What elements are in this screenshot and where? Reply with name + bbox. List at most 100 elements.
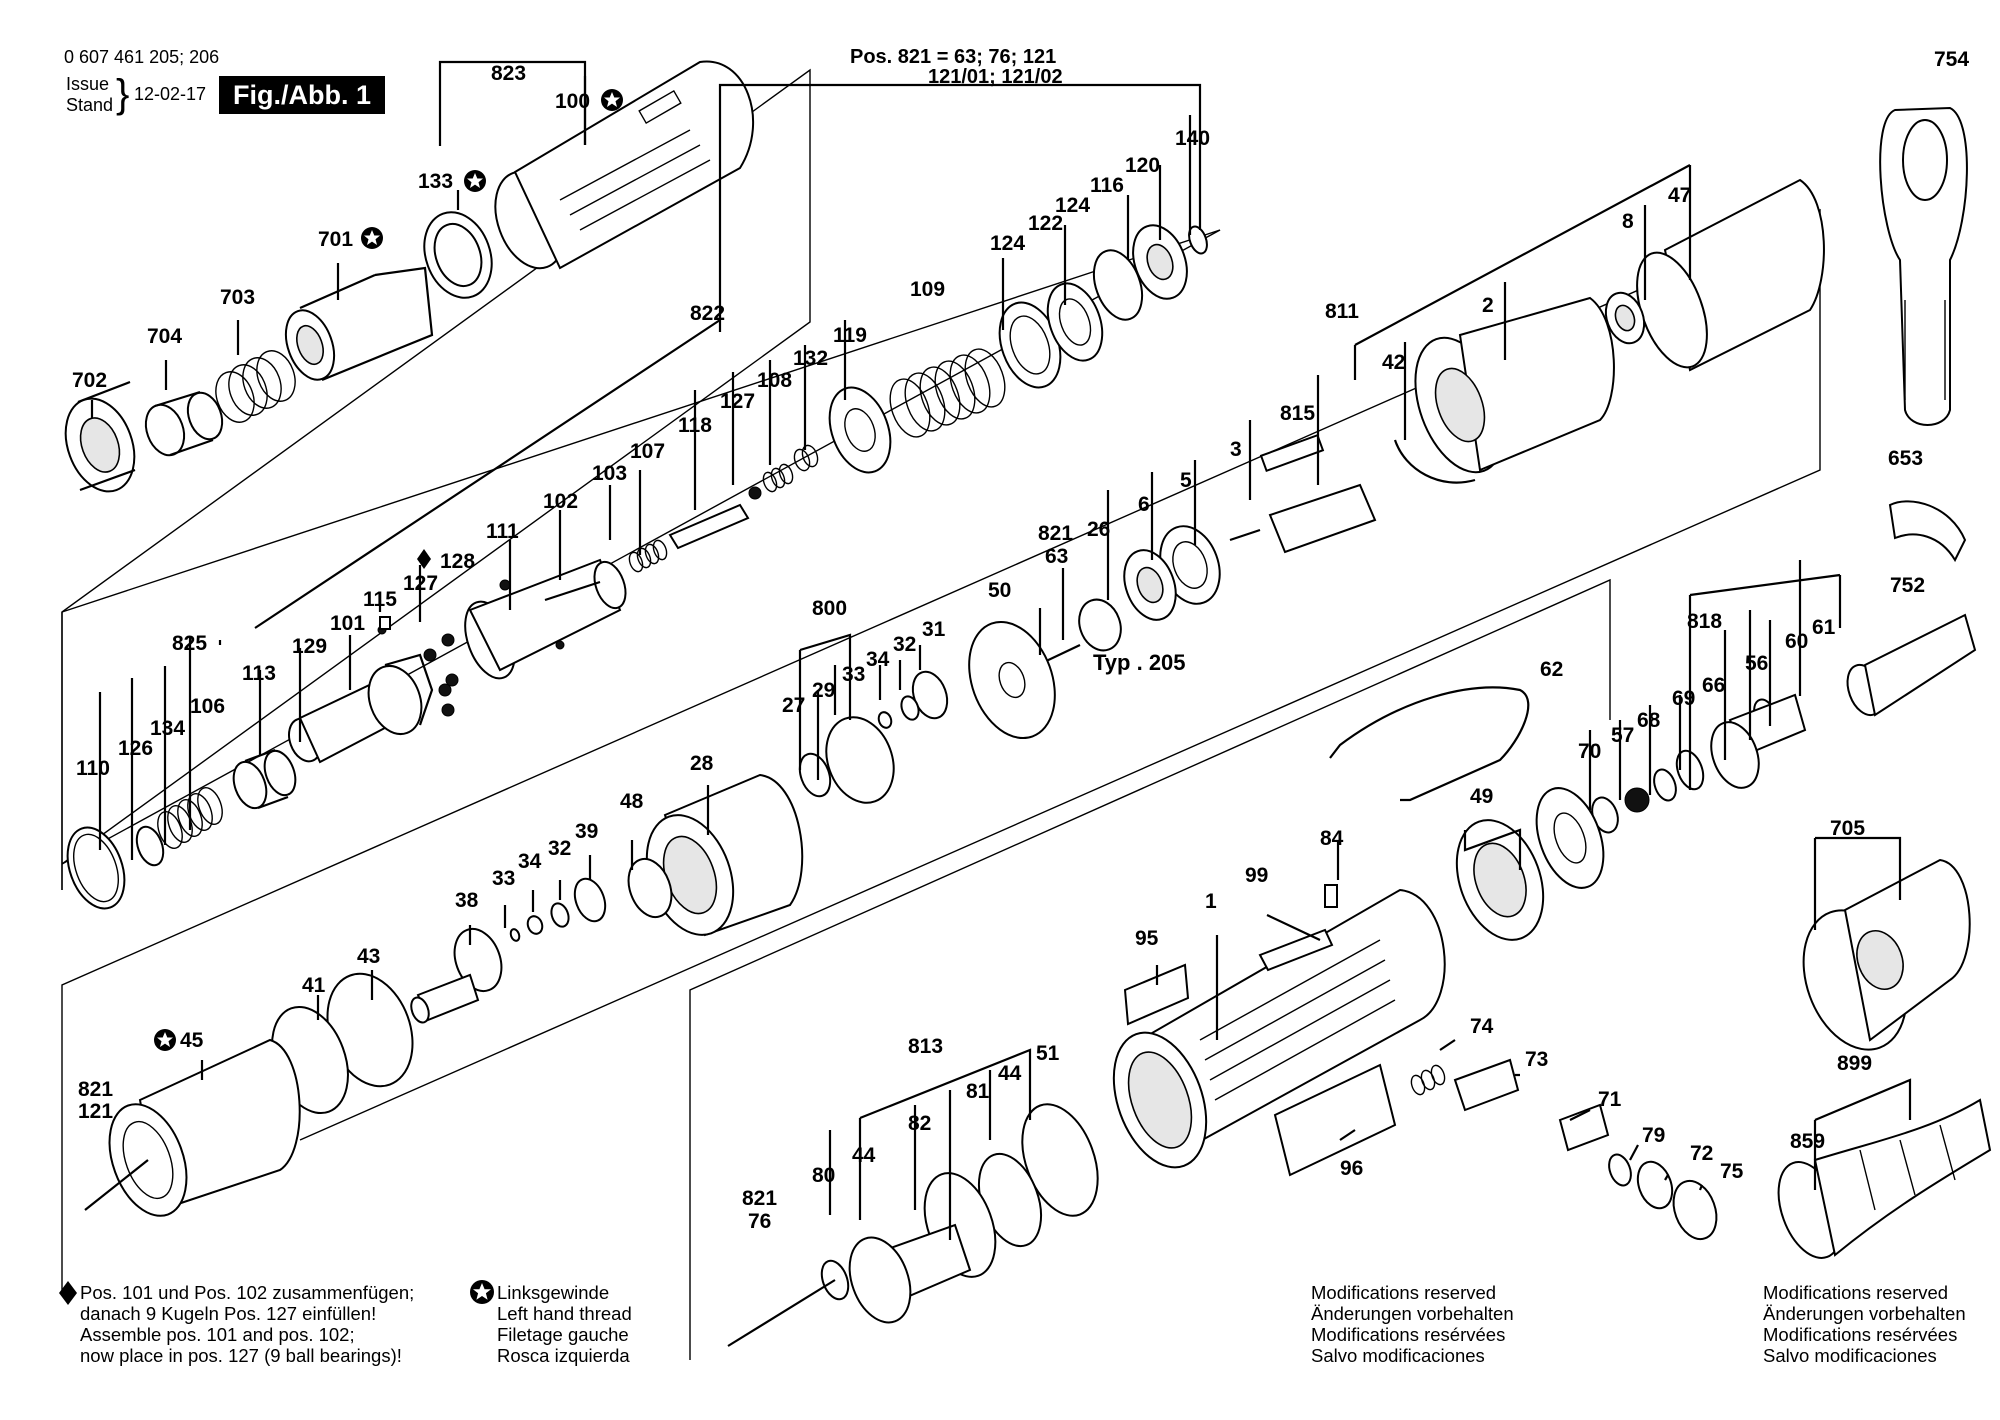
- diamond-icon: [59, 1281, 77, 1305]
- label-49: 49: [1470, 785, 1493, 808]
- label-66: 66: [1702, 674, 1725, 697]
- label-80: 80: [812, 1164, 835, 1187]
- diamond-icon: [417, 549, 431, 569]
- label-800: 800: [812, 597, 847, 620]
- part-74-73-71-79-72-75: [1410, 1058, 1718, 1241]
- part-28-48-ring-gear: [627, 773, 804, 937]
- label-124a: 124: [990, 232, 1025, 255]
- label-60: 60: [1785, 630, 1808, 653]
- label-752: 752: [1890, 574, 1925, 597]
- label-39: 39: [575, 820, 598, 843]
- label-703: 703: [220, 286, 255, 309]
- label-111: 111: [486, 520, 519, 543]
- part-133-ring: [423, 211, 493, 299]
- label-43: 43: [357, 945, 380, 968]
- part-134-106-spring: [157, 787, 223, 849]
- label-116: 116: [1090, 174, 1124, 197]
- label-124b: 124: [1055, 194, 1090, 217]
- label-99: 99: [1245, 864, 1268, 887]
- label-134: 134: [150, 717, 185, 740]
- part-38-carrier: [410, 928, 503, 1024]
- modifications-note-2: Modifications reserved Änderungen vorbeh…: [1763, 1282, 1966, 1366]
- label-899: 899: [1837, 1052, 1872, 1075]
- label-31: 31: [922, 618, 946, 641]
- type-label: Typ . 205: [1093, 650, 1186, 675]
- label-653: 653: [1888, 447, 1923, 470]
- label-132: 132: [793, 347, 828, 370]
- frame-top-edge: [61, 229, 1221, 613]
- label-6: 6: [1138, 493, 1150, 516]
- frame-housing-group: [689, 578, 1611, 1360]
- label-74: 74: [1470, 1015, 1494, 1038]
- part-702-knurled-nut: [64, 380, 136, 493]
- part-62-wire: [1329, 686, 1530, 802]
- part-124-122-bearing: [998, 282, 1104, 389]
- label-8: 8: [1622, 210, 1634, 233]
- label-71: 71: [1598, 1088, 1622, 1111]
- part-818-valve: [1591, 693, 1807, 834]
- pos-note-line1: Pos. 821 = 63; 76; 121: [850, 46, 1057, 68]
- label-754: 754: [1934, 48, 1969, 71]
- label-61: 61: [1812, 616, 1836, 639]
- frame-rotor-group: [61, 208, 1821, 1290]
- part-101-spindle: [288, 653, 434, 764]
- label-34a: 34: [866, 648, 890, 671]
- part-109-spring: [889, 348, 1006, 438]
- label-102: 102: [543, 490, 578, 513]
- label-73: 73: [1525, 1048, 1548, 1071]
- label-702: 702: [72, 369, 107, 392]
- label-68: 68: [1637, 709, 1661, 732]
- part-39-32-34-33: [509, 877, 607, 942]
- label-813: 813: [908, 1035, 943, 1058]
- label-34b: 34: [518, 850, 542, 873]
- label-821a: 821: [1038, 522, 1073, 545]
- label-42: 42: [1382, 351, 1405, 374]
- label-103: 103: [592, 462, 627, 485]
- label-705: 705: [1830, 817, 1865, 840]
- label-95: 95: [1135, 927, 1159, 950]
- label-823: 823: [491, 62, 526, 85]
- figure-label: Fig./Abb. 1: [219, 76, 385, 114]
- label-75: 75: [1720, 1160, 1744, 1183]
- label-50: 50: [988, 579, 1011, 602]
- label-121: 121: [78, 1100, 113, 1123]
- label-96: 96: [1340, 1157, 1363, 1180]
- label-106: 106: [190, 695, 225, 718]
- label-811: 811: [1325, 300, 1359, 323]
- label-5: 5: [1180, 469, 1192, 492]
- label-127a: 127: [720, 390, 755, 413]
- label-818: 818: [1687, 610, 1722, 633]
- label-62: 62: [1540, 658, 1563, 681]
- assembly-note: Pos. 101 und Pos. 102 zusammenfügen; dan…: [80, 1282, 415, 1366]
- part-108-132-springs: [762, 444, 819, 493]
- part-95-99-96-plates: [1123, 928, 1397, 1177]
- brace: }: [116, 72, 130, 116]
- label-140: 140: [1175, 127, 1210, 150]
- label-28: 28: [690, 752, 714, 775]
- part-2-42-gearhead: [1393, 296, 1615, 484]
- label-57: 57: [1611, 724, 1634, 747]
- label-63: 63: [1045, 545, 1068, 568]
- part-1-motor-housing: [1112, 884, 1446, 1169]
- label-821c: 821: [742, 1187, 777, 1210]
- leader-lines: [90, 60, 1912, 1240]
- part-50-disk: [968, 620, 1056, 740]
- left-thread-note: Linksgewinde Left hand thread Filetage g…: [497, 1282, 632, 1366]
- part-859-899-hose: [1777, 1098, 1992, 1259]
- label-120: 120: [1125, 154, 1160, 177]
- label-100: 100: [555, 90, 590, 113]
- modifications-note-1: Modifications reserved Änderungen vorbeh…: [1311, 1282, 1514, 1366]
- label-38: 38: [455, 889, 479, 912]
- label-51: 51: [1036, 1042, 1060, 1065]
- star-circle-icon: [601, 89, 623, 111]
- label-3: 3: [1230, 438, 1242, 461]
- label-133: 133: [418, 170, 453, 193]
- label-84: 84: [1320, 827, 1344, 850]
- part-110-ring: [66, 826, 126, 910]
- label-72: 72: [1690, 1142, 1713, 1165]
- doc-number: 0 607 461 205; 206: [64, 47, 220, 67]
- label-110: 110: [76, 757, 110, 780]
- left-thread-markers: [154, 89, 623, 1051]
- label-48: 48: [620, 790, 644, 813]
- part-800-planet-carrier: [798, 670, 949, 804]
